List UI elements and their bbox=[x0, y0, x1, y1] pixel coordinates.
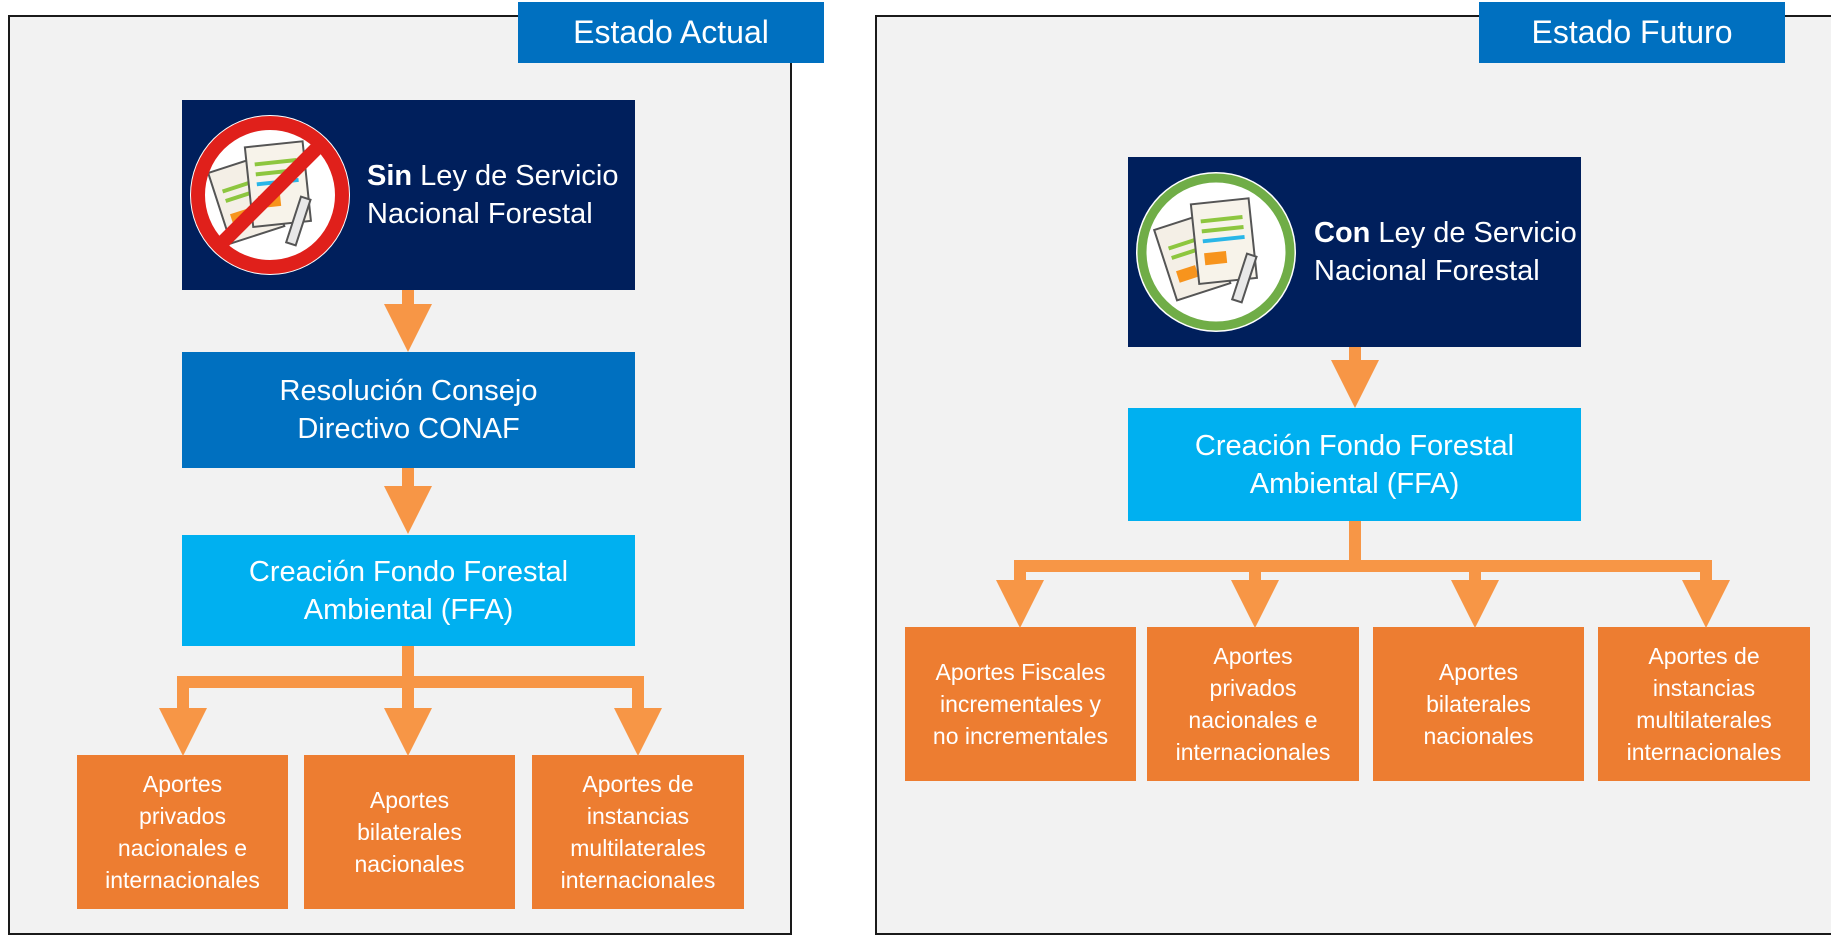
src-line: Aportes Fiscales bbox=[935, 659, 1106, 685]
current-state-tag: Estado Actual bbox=[518, 2, 824, 63]
right-fund-line2: Ambiental (FFA) bbox=[1249, 467, 1460, 500]
src-line: Aportes de bbox=[1648, 643, 1760, 669]
left-source-bilateral: Aportes bilaterales nacionales bbox=[304, 755, 515, 909]
left-law-text: Sin Ley de Servicio Nacional Forestal bbox=[367, 157, 618, 233]
left-law-bold: Sin bbox=[367, 160, 413, 192]
src-line: Aportes bbox=[142, 771, 223, 797]
left-fund-line2: Ambiental (FFA) bbox=[303, 593, 514, 626]
right-source-private: Aportes privados nacionales e internacio… bbox=[1147, 627, 1359, 781]
left-source-multilateral: Aportes de instancias multilaterales int… bbox=[532, 755, 744, 909]
right-fund-line1: Creación Fondo Forestal bbox=[1194, 429, 1515, 462]
future-state-tag: Estado Futuro bbox=[1479, 2, 1785, 63]
src-line: internacionales bbox=[1626, 739, 1782, 765]
right-law-line1: Ley de Servicio bbox=[1370, 217, 1577, 249]
right-branch-bar bbox=[1014, 560, 1712, 600]
right-law-bold: Con bbox=[1314, 217, 1371, 249]
src-line: nacionales bbox=[1423, 723, 1534, 749]
src-line: instancias bbox=[586, 803, 690, 829]
src-line: multilaterales bbox=[1636, 707, 1772, 733]
src-line: multilaterales bbox=[570, 835, 706, 861]
right-law-line2: Nacional Forestal bbox=[1314, 255, 1540, 287]
src-line: bilaterales bbox=[357, 819, 462, 845]
src-line: bilaterales bbox=[1426, 691, 1531, 717]
document-approved-icon bbox=[1136, 172, 1296, 332]
src-line: internacionales bbox=[1175, 739, 1331, 765]
right-law-text: Con Ley de Servicio Nacional Forestal bbox=[1314, 214, 1577, 290]
src-line: Aportes bbox=[1213, 643, 1293, 669]
src-line: nacionales bbox=[354, 851, 465, 877]
right-source-multilateral: Aportes de instancias multilaterales int… bbox=[1598, 627, 1810, 781]
src-line: nacionales e bbox=[1188, 707, 1318, 733]
left-fund-line1: Creación Fondo Forestal bbox=[248, 555, 569, 588]
src-line: privados bbox=[1209, 675, 1297, 701]
left-law-line2: Nacional Forestal bbox=[367, 198, 593, 230]
right-source-fiscal: Aportes Fiscales incrementales y no incr… bbox=[905, 627, 1136, 781]
src-line: privados bbox=[139, 803, 226, 829]
src-line: Aportes bbox=[369, 787, 450, 813]
src-line: no incrementales bbox=[932, 723, 1109, 749]
right-source-bilateral: Aportes bilaterales nacionales bbox=[1373, 627, 1584, 781]
src-line: Aportes de bbox=[582, 771, 694, 797]
left-law-line1: Ley de Servicio bbox=[412, 160, 619, 192]
src-line: incrementales y bbox=[939, 691, 1102, 717]
src-line: Aportes bbox=[1438, 659, 1519, 685]
src-line: internacionales bbox=[105, 867, 260, 893]
right-fund-box: Creación Fondo Forestal Ambiental (FFA) bbox=[1128, 408, 1581, 521]
left-resolution-box: Resolución Consejo Directivo CONAF bbox=[182, 352, 635, 468]
src-line: internacionales bbox=[560, 867, 716, 893]
left-source-private: Aportes privados nacionales e internacio… bbox=[77, 755, 288, 909]
left-resolution-line2: Directivo CONAF bbox=[297, 413, 520, 445]
src-line: nacionales e bbox=[117, 835, 248, 861]
document-prohibited-icon bbox=[190, 115, 350, 275]
left-resolution-line1: Resolución Consejo bbox=[279, 375, 538, 407]
left-fund-box: Creación Fondo Forestal Ambiental (FFA) bbox=[182, 535, 635, 646]
src-line: instancias bbox=[1652, 675, 1756, 701]
